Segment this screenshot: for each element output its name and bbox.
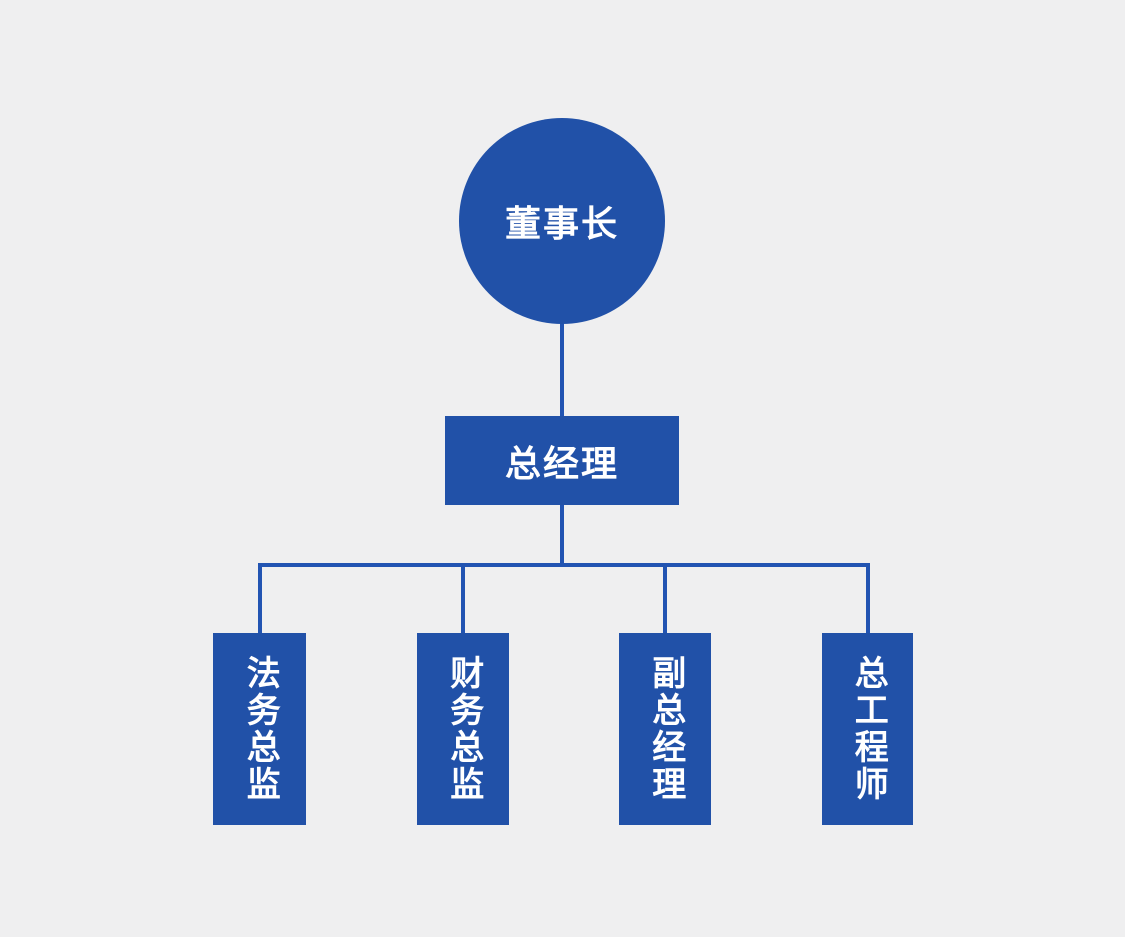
connector-drop-deputy-manager <box>663 563 667 633</box>
connector-root-to-manager <box>560 322 564 417</box>
org-node-general-manager: 总经理 <box>445 416 679 505</box>
org-node-finance-director: 财务总监 <box>417 633 509 825</box>
connector-drop-legal-director <box>258 563 262 633</box>
org-node-general-manager-label: 总经理 <box>504 442 619 484</box>
connector-horizontal-bus <box>258 563 870 567</box>
org-node-legal-director: 法务总监 <box>213 633 306 825</box>
org-node-chairman: 董事长 <box>459 118 665 324</box>
org-node-legal-director-label: 法务总监 <box>241 655 280 803</box>
org-node-chief-engineer: 总工程师 <box>822 633 913 825</box>
connector-manager-to-bus <box>560 505 564 567</box>
org-node-finance-director-label: 财务总监 <box>444 655 483 803</box>
org-node-deputy-general-manager: 副总经理 <box>619 633 711 825</box>
org-node-deputy-general-manager-label: 副总经理 <box>646 655 685 803</box>
connector-drop-finance-director <box>461 563 465 633</box>
org-node-chairman-label: 董事长 <box>504 203 619 244</box>
connector-drop-chief-engineer <box>866 563 870 633</box>
org-node-chief-engineer-label: 总工程师 <box>849 655 888 803</box>
